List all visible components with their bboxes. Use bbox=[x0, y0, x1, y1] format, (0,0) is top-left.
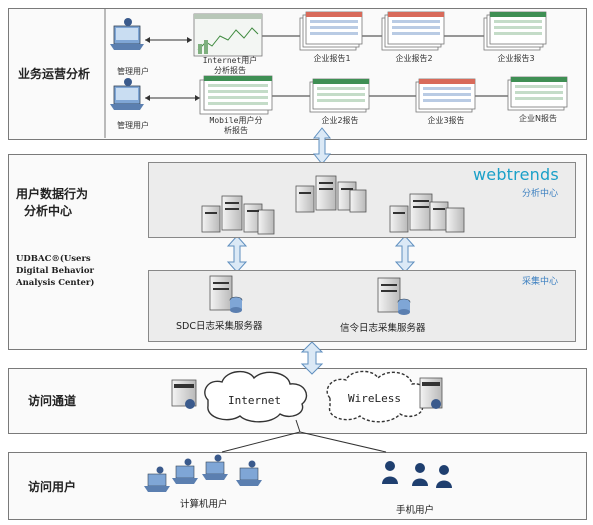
mobile-users-icon bbox=[382, 461, 452, 488]
arrow-analysis-channel bbox=[300, 341, 324, 375]
collect-center-tag: 采集中心 bbox=[522, 277, 559, 287]
report-stack-6 bbox=[507, 76, 568, 111]
report-stack-1 bbox=[299, 11, 363, 51]
analysis-label-line1: 用户数据行为 bbox=[16, 187, 89, 201]
internet-report-label-line1: Internet用户 bbox=[202, 56, 258, 65]
report-label-4: 企业2报告 bbox=[321, 116, 359, 125]
udbac-line1: UDBAC®(Users bbox=[16, 254, 91, 264]
report-label-1: 企业报告1 bbox=[313, 54, 351, 63]
analysis-center-tag: 分析中心 bbox=[522, 189, 559, 199]
layer-label-business-operations: 业务运营分析 bbox=[18, 67, 91, 81]
mobile-report-label-line1: Mobile用户分 bbox=[209, 116, 263, 125]
report-label-6: 企业N报告 bbox=[519, 114, 557, 123]
report-label-3: 企业报告3 bbox=[497, 54, 535, 63]
pc-users-icon bbox=[144, 454, 262, 492]
internet-report-thumbnail bbox=[193, 13, 263, 57]
router-right-icon bbox=[419, 377, 443, 409]
wireless-label: WireLess bbox=[348, 392, 401, 405]
report-label-2: 企业报告2 bbox=[395, 54, 433, 63]
report-label-5: 企业3报告 bbox=[427, 116, 465, 125]
layer-label-access-users: 访问用户 bbox=[28, 480, 77, 494]
mobile-report-label-line2: 析报告 bbox=[224, 126, 248, 135]
webtrends-brand: webtrends bbox=[473, 165, 559, 184]
udbac-line3: Analysis Center) bbox=[16, 278, 95, 288]
server-cluster-right bbox=[389, 193, 465, 233]
report-stack-4 bbox=[309, 78, 370, 113]
layer-label-access-channel: 访问通道 bbox=[28, 394, 77, 408]
internet-report-label-line2: 分析报告 bbox=[214, 66, 246, 75]
analysis-label-line2: 分析中心 bbox=[24, 204, 73, 218]
internet-cloud bbox=[204, 371, 308, 423]
report-stack-2 bbox=[381, 11, 445, 51]
admin-user-icon-1 bbox=[110, 18, 144, 50]
admin-user-label-1: 管理用户 bbox=[117, 67, 149, 76]
report-stack-3 bbox=[483, 11, 547, 51]
wireless-cloud bbox=[326, 370, 428, 423]
pc-users-label: 计算机用户 bbox=[180, 499, 228, 510]
admin-user-label-2: 管理用户 bbox=[117, 121, 149, 130]
mobile-report-thumbnail bbox=[199, 75, 273, 115]
layer-access-users bbox=[8, 452, 587, 520]
router-left-icon bbox=[171, 379, 197, 409]
mobile-users-label: 手机用户 bbox=[396, 505, 435, 516]
internet-label: Internet bbox=[228, 394, 281, 407]
server-cluster-left bbox=[201, 195, 275, 235]
admin-user-icon-2 bbox=[110, 78, 144, 110]
server-cluster-middle bbox=[295, 175, 367, 213]
signal-server-icon bbox=[377, 277, 411, 315]
udbac-line2: Digital Behavior bbox=[16, 266, 94, 276]
signal-server-label: 信令日志采集服务器 bbox=[340, 323, 426, 334]
sdc-server-icon bbox=[209, 275, 243, 313]
sdc-server-label: SDC日志采集服务器 bbox=[176, 321, 263, 332]
report-stack-5 bbox=[415, 78, 476, 113]
